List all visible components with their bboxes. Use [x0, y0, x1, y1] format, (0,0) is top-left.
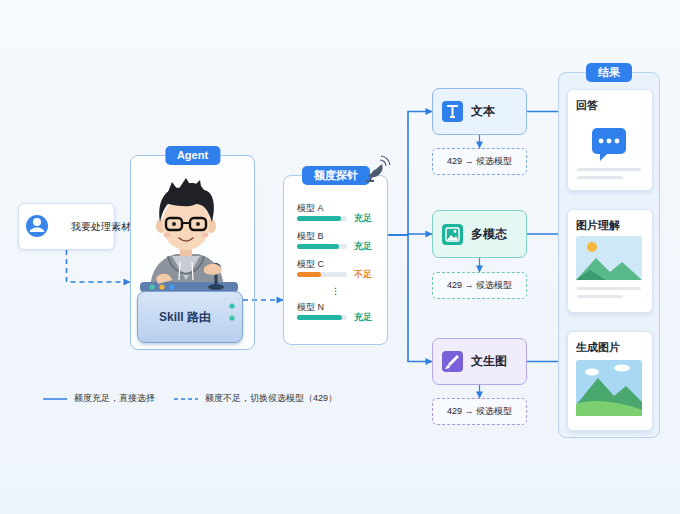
ellipsis: ⋮ — [331, 286, 340, 297]
box-label: 多模态 — [471, 226, 507, 243]
panel-heading: Agent — [165, 146, 220, 165]
fallback-box: 429 → 候选模型 — [432, 398, 527, 425]
landscape-illustration — [576, 236, 642, 298]
answer-card: 回答 — [567, 89, 653, 191]
image-gen-model-box: 文生图 — [432, 338, 527, 385]
panel-heading: 额度探针 — [302, 166, 370, 185]
box-label: Skill 路由 — [159, 309, 211, 326]
model-name: 模型 B — [297, 231, 324, 242]
results-panel: 回答图片理解生成图片结果 — [558, 72, 660, 438]
flow-connector — [388, 112, 432, 236]
multimodal-icon — [442, 224, 463, 245]
character-illustration — [140, 178, 238, 292]
model-name: 模型 A — [297, 203, 324, 214]
chat-bubble-illustration — [577, 128, 641, 179]
agent-panel-fill — [130, 155, 255, 350]
generated-image-illustration — [576, 360, 642, 416]
model-name: 模型 C — [297, 259, 324, 270]
flow-connector — [67, 250, 131, 282]
user-request-box: 我要处理素材 — [18, 203, 115, 250]
quota-bars — [297, 216, 347, 320]
image-gen-icon — [442, 351, 463, 372]
generated-image-card: 生成图片 — [567, 331, 653, 431]
box-label: 429 → 候选模型 — [447, 405, 512, 418]
flow-connector — [479, 385, 480, 398]
probe-dish-icon — [366, 156, 390, 181]
box-label: 429 → 候选模型 — [447, 279, 512, 292]
legend-text: 额度充足，直接选择 — [74, 392, 155, 405]
card-title: 回答 — [576, 98, 644, 113]
fallback-box: 429 → 候选模型 — [432, 272, 527, 299]
user-icon — [26, 215, 48, 237]
connector-layer — [67, 112, 568, 399]
box-label: 我要处理素材 — [71, 220, 131, 234]
quota-status: 充足 — [354, 241, 372, 252]
legend: 额度充足，直接选择 额度不足，切换候选模型（429） — [42, 392, 337, 405]
text-model-box: 文本 — [432, 88, 527, 135]
skill-router-device: Skill 路由 — [137, 291, 243, 343]
flow-connector — [479, 135, 480, 148]
box-label: 文生图 — [471, 353, 507, 370]
card-title: 图片理解 — [576, 218, 644, 233]
quota-status: 充足 — [354, 213, 372, 224]
legend-line-sample — [173, 395, 199, 403]
legend-item: 额度不足，切换候选模型（429） — [173, 392, 337, 405]
flow-connector — [243, 299, 283, 301]
panel-heading: 结果 — [586, 63, 632, 82]
legend-text: 额度不足，切换候选模型（429） — [205, 392, 337, 405]
flow-connector — [479, 258, 480, 272]
box-label: 429 → 候选模型 — [447, 155, 512, 168]
card-title: 生成图片 — [576, 340, 644, 355]
model-name: 模型 N — [297, 302, 324, 313]
text-icon — [442, 101, 463, 122]
box-label: 文本 — [471, 103, 495, 120]
legend-line-sample — [42, 395, 68, 403]
agent-panel: Skill 路由Agent — [130, 155, 255, 350]
quota-status: 充足 — [354, 312, 372, 323]
quota-status: 不足 — [354, 269, 372, 280]
image-understanding-card: 图片理解 — [567, 209, 653, 313]
device-lights — [229, 303, 234, 320]
flow-connector — [388, 235, 432, 362]
legend-item: 额度充足，直接选择 — [42, 392, 155, 405]
multimodal-model-box: 多模态 — [432, 210, 527, 258]
fallback-box: 429 → 候选模型 — [432, 148, 527, 175]
